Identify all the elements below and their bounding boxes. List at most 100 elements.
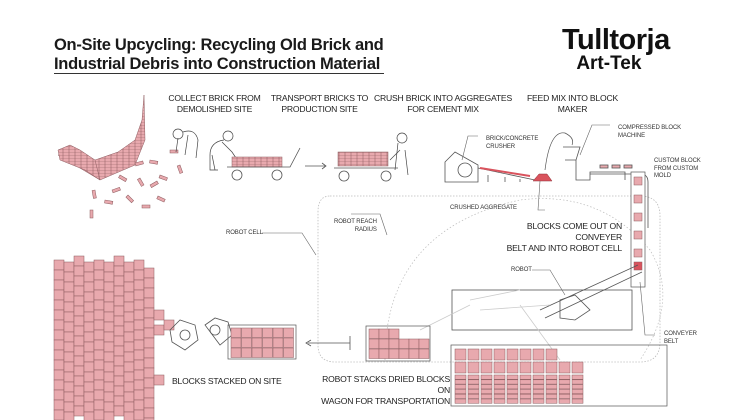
- title-underline: [54, 73, 384, 74]
- label-machine-line-1: COMPRESSED BLOCK: [618, 125, 682, 131]
- block: [506, 379, 519, 385]
- label-reach-line-1: ROBOT REACH: [334, 219, 377, 225]
- block: [480, 348, 493, 361]
- block: [545, 384, 558, 390]
- block: [113, 305, 125, 317]
- block: [480, 379, 493, 385]
- worker-figures: [172, 128, 237, 171]
- block: [454, 398, 467, 404]
- block: [123, 311, 135, 323]
- block: [93, 289, 105, 301]
- block: [571, 393, 584, 399]
- block: [83, 381, 95, 393]
- block: [558, 384, 571, 390]
- block: [93, 389, 105, 401]
- caption-conveyer: BLOCKS COME OUT ON CONVEYER BELT AND INT…: [490, 221, 623, 254]
- block: [63, 301, 75, 313]
- block: [93, 259, 105, 271]
- block: [53, 299, 65, 311]
- block: [241, 347, 252, 358]
- block: [113, 355, 125, 367]
- block: [571, 389, 584, 394]
- block: [493, 361, 506, 374]
- block: [519, 389, 532, 394]
- block: [262, 337, 273, 348]
- block: [73, 385, 85, 397]
- block: [532, 374, 545, 380]
- block: [63, 341, 75, 353]
- block: [113, 395, 125, 407]
- block: [133, 309, 145, 321]
- block: [73, 395, 85, 407]
- block: [283, 347, 294, 358]
- block: [73, 315, 85, 327]
- block: [123, 321, 135, 333]
- block: [63, 401, 75, 413]
- block: [83, 311, 95, 323]
- block: [93, 349, 105, 361]
- block: [93, 369, 105, 381]
- block: [467, 374, 480, 380]
- label-conveyer-line-2: BELT: [664, 338, 679, 345]
- block: [103, 341, 115, 353]
- block: [53, 349, 65, 361]
- block: [506, 348, 519, 361]
- block: [63, 311, 75, 323]
- block: [283, 327, 294, 338]
- block: [143, 407, 155, 419]
- block: [283, 337, 294, 348]
- block: [133, 329, 145, 341]
- block: [418, 348, 430, 359]
- block: [454, 393, 467, 399]
- block: [519, 348, 532, 361]
- block: [83, 321, 95, 333]
- logo-line-2: Art-Tek: [576, 53, 642, 74]
- stacked-blocks: [53, 255, 175, 420]
- block: [83, 261, 95, 273]
- block: [571, 361, 584, 374]
- block: [113, 335, 125, 347]
- block: [53, 389, 65, 401]
- block: [378, 338, 390, 349]
- block: [532, 361, 545, 374]
- label-reach-line-2: RADIUS: [354, 226, 377, 233]
- block: [388, 338, 400, 349]
- block: [93, 319, 105, 331]
- block: [519, 398, 532, 404]
- block: [63, 261, 75, 273]
- block: [133, 399, 145, 411]
- block: [133, 289, 145, 301]
- block: [63, 321, 75, 333]
- block: [558, 374, 571, 380]
- label-custom-block: CUSTOM BLOCK FROM CUSTOM MOLD: [654, 158, 701, 181]
- block: [532, 379, 545, 385]
- block: [480, 389, 493, 394]
- block: [545, 361, 558, 374]
- block: [480, 398, 493, 404]
- block: [467, 393, 480, 399]
- block: [493, 398, 506, 404]
- logo-line-1: Tulltorja: [562, 24, 670, 56]
- block: [143, 417, 155, 420]
- block: [103, 401, 115, 413]
- block: [571, 398, 584, 404]
- block: [230, 327, 242, 338]
- block: [113, 315, 125, 327]
- block: [113, 375, 125, 387]
- title-line-1: On-Site Upcycling: Recycling Old Brick a…: [54, 36, 384, 54]
- block: [123, 261, 135, 273]
- block: [123, 401, 135, 413]
- block: [133, 319, 145, 331]
- block: [493, 393, 506, 399]
- block: [272, 347, 284, 358]
- block: [506, 389, 519, 394]
- block: [103, 311, 115, 323]
- block: [103, 391, 115, 403]
- block: [93, 329, 105, 341]
- block: [93, 269, 105, 281]
- block: [133, 409, 145, 420]
- block: [143, 307, 155, 319]
- flow-arrow-2: [305, 336, 351, 350]
- block: [545, 393, 558, 399]
